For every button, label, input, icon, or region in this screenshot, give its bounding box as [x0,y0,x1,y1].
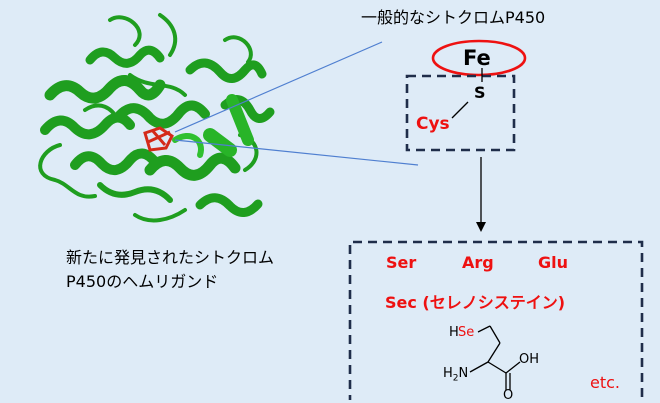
heme-group [143,126,174,152]
cys-ligand-box [405,74,516,152]
new-ligands-box [348,240,644,400]
zoom-line-top [174,41,383,133]
new-ligand-title-line2: P450のヘムリガンド [66,272,219,291]
atom-h: H [449,325,459,340]
atom-amine: H2N [443,366,468,384]
protein-structure-image [38,13,275,223]
s-label: S [474,83,486,102]
ligand-glu: Glu [538,253,569,272]
general-p450-title: 一般的なシトクロムP450 [361,8,546,27]
atom-amine-h: H [443,366,453,381]
selenocysteine-structure [469,325,521,390]
atom-amine-2: 2 [452,373,459,384]
s-cys-bond [451,101,469,119]
fe-highlight-ellipse [431,39,527,77]
cys-label: Cys [416,114,450,134]
atom-se: Se [458,325,475,340]
atom-amine-n: N [458,366,469,381]
ligand-ser: Ser [386,253,417,272]
fe-label: Fe [463,46,491,70]
ligand-etc: etc. [590,373,620,392]
atom-o: O [503,388,514,403]
new-ligand-title-line1: 新たに発見されたシトクロム [66,248,275,267]
arrow-head [476,222,486,232]
ligand-arg: Arg [462,253,494,272]
atom-oh: OH [519,352,540,367]
ligand-sec: Sec (セレノシステイン) [385,293,566,312]
zoom-line-bottom [174,139,419,166]
